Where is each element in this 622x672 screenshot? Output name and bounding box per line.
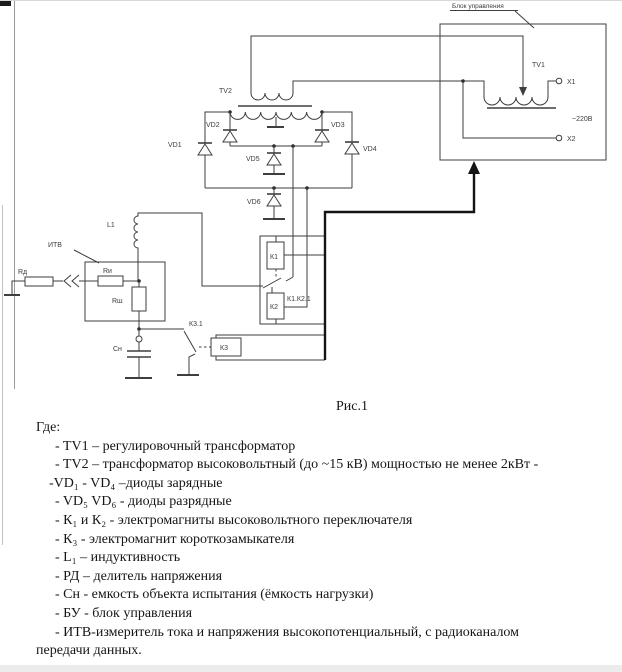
scan-edge-line-2 bbox=[2, 205, 3, 545]
legend-item: - VD₅ VD₆ - диоды разрядные bbox=[55, 494, 232, 510]
k1-label: К1 bbox=[270, 254, 278, 261]
scan-edge-top bbox=[0, 0, 622, 1]
vd2-diode: VD2 bbox=[206, 112, 238, 146]
cn-label: Сн bbox=[113, 346, 122, 353]
legend-item: - L₁ – индуктивность bbox=[55, 550, 181, 566]
terminal-x2: X2 bbox=[462, 81, 576, 143]
k1k2-contact-label: К1.К2.1 bbox=[287, 296, 311, 303]
changeover-contact-blade bbox=[262, 277, 282, 289]
legend-item: -VD₁ - VD₄ –диоды зарядные bbox=[49, 475, 223, 491]
variac-tap-arrow bbox=[519, 87, 527, 96]
k3-relay-coil bbox=[210, 337, 242, 357]
k3-label: К3 bbox=[220, 345, 228, 352]
x2-label: X2 bbox=[567, 136, 576, 143]
ri-resistor bbox=[97, 275, 124, 287]
legend-item: - TV2 – трансформатор высоковольтный (до… bbox=[55, 457, 539, 473]
tv2-feed-wire-bottom bbox=[292, 80, 463, 93]
rd-label: Rд bbox=[18, 269, 27, 276]
ri-label: Rи bbox=[103, 268, 112, 275]
k1-k2-relay-assembly: К1 К2 К1.К2.1 bbox=[259, 235, 325, 325]
legend-item: - БУ - блок управления bbox=[55, 605, 193, 621]
vd3-label: VD3 bbox=[331, 122, 345, 129]
terminal-x1: X1 bbox=[555, 77, 576, 86]
vd2-label: VD2 bbox=[206, 122, 220, 129]
vd4-diode: VD4 bbox=[322, 111, 377, 188]
control-cable bbox=[323, 161, 480, 360]
legend-item: - TV1 – регулировочный трансформатор bbox=[55, 438, 296, 454]
tv1-label: TV1 bbox=[532, 62, 545, 69]
vd5-diode: VD5 bbox=[246, 146, 285, 175]
output-terminal bbox=[135, 335, 143, 343]
scan-bottom-strip bbox=[0, 665, 622, 672]
rsh-resistor bbox=[131, 286, 147, 312]
switch-feed-wires bbox=[284, 146, 308, 308]
vd3-diode: VD3 bbox=[314, 112, 345, 146]
legend-item: передачи данных. bbox=[36, 643, 142, 659]
itv-label: ИТВ bbox=[48, 242, 62, 249]
arrow-up-icon bbox=[468, 161, 480, 174]
tv2-label: TV2 bbox=[219, 88, 232, 95]
label-leader-line bbox=[514, 10, 535, 29]
tv2-transformer: TV2 bbox=[219, 35, 524, 128]
vd6-diode: VD6 bbox=[247, 188, 285, 220]
cn-load-capacitor: Сн bbox=[113, 327, 152, 379]
rectifier-bus-wires bbox=[205, 144, 352, 190]
tv1-transformer: TV1 bbox=[463, 62, 556, 109]
rsh-label: Rш bbox=[112, 298, 123, 305]
k2-label: К2 bbox=[270, 304, 278, 311]
scan-edge-line bbox=[14, 0, 15, 389]
radio-link-chevron bbox=[63, 274, 72, 288]
itv-leader-line bbox=[73, 249, 100, 264]
k3-contact-label: К3.1 bbox=[189, 321, 203, 328]
legend-block: Где: - TV1 – регулировочный трансформато… bbox=[36, 419, 620, 661]
control-unit-label: Блок управления bbox=[452, 3, 504, 10]
vd1-label: VD1 bbox=[168, 142, 182, 149]
control-unit-box: Блок управления bbox=[439, 3, 607, 161]
figure-caption: Рис.1 bbox=[336, 399, 368, 414]
rd-voltage-divider: Rд bbox=[4, 269, 80, 296]
k3-short-circuiter: К3.1 К3 bbox=[139, 321, 325, 376]
radio-link-chevron bbox=[71, 274, 80, 288]
l1-inductor: L1 bbox=[107, 212, 263, 287]
vd1-diode: VD1 bbox=[168, 111, 230, 188]
vd6-label: VD6 bbox=[247, 199, 261, 206]
vd4-label: VD4 bbox=[363, 146, 377, 153]
k2-relay-coil bbox=[266, 292, 285, 320]
legend-item: - К₃ - электромагнит короткозамыкателя bbox=[55, 531, 295, 547]
x1-label: X1 bbox=[567, 79, 576, 86]
legend-item: - РД – делитель напряжения bbox=[55, 568, 223, 584]
l1-label: L1 bbox=[107, 222, 115, 229]
k3-contact-blade bbox=[183, 330, 197, 353]
legend-item: - ИТВ-измеритель тока и напряжения высок… bbox=[55, 624, 520, 640]
itv-measuring-unit: ИТВ Rи Rш bbox=[48, 242, 166, 329]
legend-intro: Где: bbox=[36, 420, 61, 435]
circuit-schematic: Блок управления TV1 X1 X2 ~220В bbox=[4, 3, 607, 379]
tv2-feed-wire-top bbox=[250, 35, 524, 93]
mains-voltage-label: ~220В bbox=[572, 116, 593, 123]
vd5-label: VD5 bbox=[246, 156, 260, 163]
legend-item: - К₁ и К₂ - электромагниты высоковольтно… bbox=[55, 512, 413, 528]
scan-corner-mark bbox=[0, 0, 11, 6]
legend-item: - Сн - емкость объекта испытания (ёмкост… bbox=[55, 587, 374, 603]
